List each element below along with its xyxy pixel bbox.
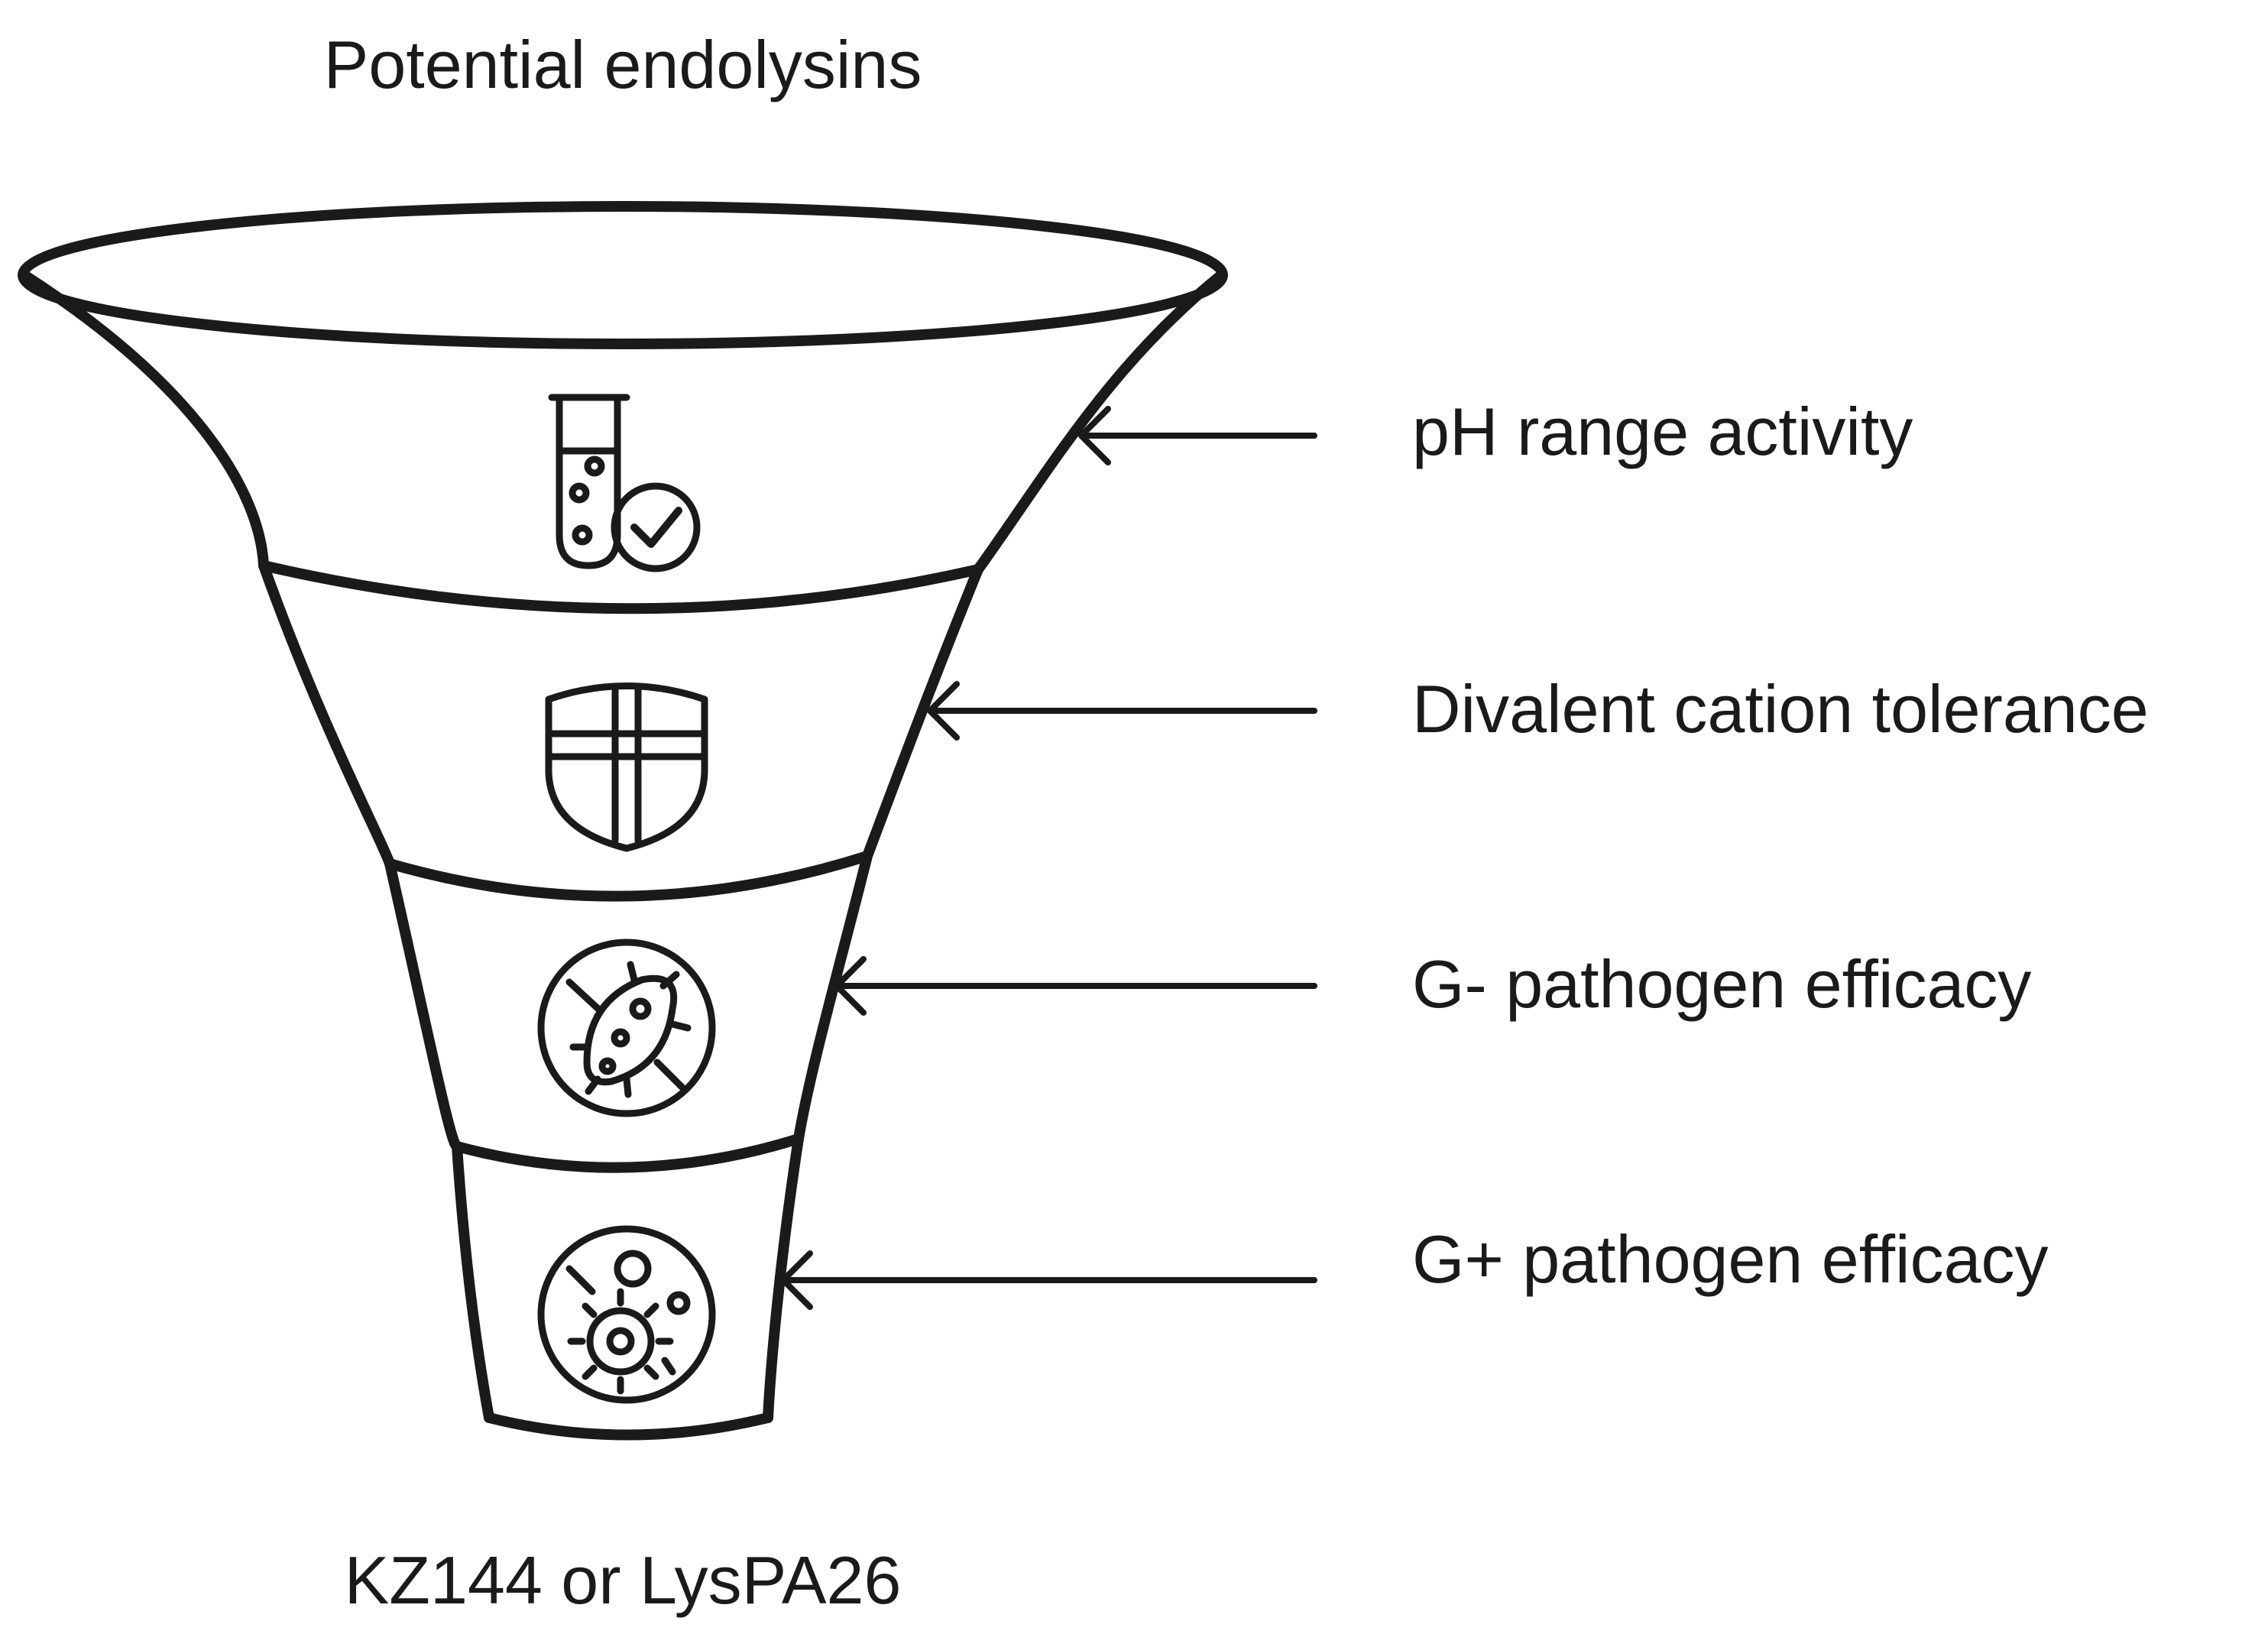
arrow-divalent-cation	[927, 681, 1317, 741]
funnel-divider-2	[384, 851, 873, 902]
stage-label-g-negative: G- pathogen efficacy	[1412, 946, 2031, 1022]
funnel-top-rim	[18, 201, 1228, 349]
gram-positive-bacterium-icon	[537, 1225, 716, 1404]
stage-label-divalent-cation: Divalent cation tolerance	[1412, 671, 2149, 747]
arrow-g-negative	[834, 956, 1317, 1016]
funnel-divider-3	[452, 1133, 804, 1173]
funnel-title: Potential endolysins	[324, 27, 922, 102]
stage-label-g-positive: G+ pathogen efficacy	[1412, 1221, 2049, 1297]
funnel-result: KZ144 or LysPA26	[345, 1542, 902, 1618]
arrow-ph-range	[1078, 406, 1317, 465]
funnel-body	[19, 270, 1226, 1441]
funnel-divider-1	[258, 560, 983, 614]
test-tube-check-icon	[548, 394, 701, 572]
shield-cross-icon	[545, 682, 708, 852]
stage-label-ph-range: pH range activity	[1412, 394, 1913, 469]
gram-negative-bacterium-icon	[537, 939, 716, 1117]
arrow-g-positive	[780, 1250, 1317, 1310]
